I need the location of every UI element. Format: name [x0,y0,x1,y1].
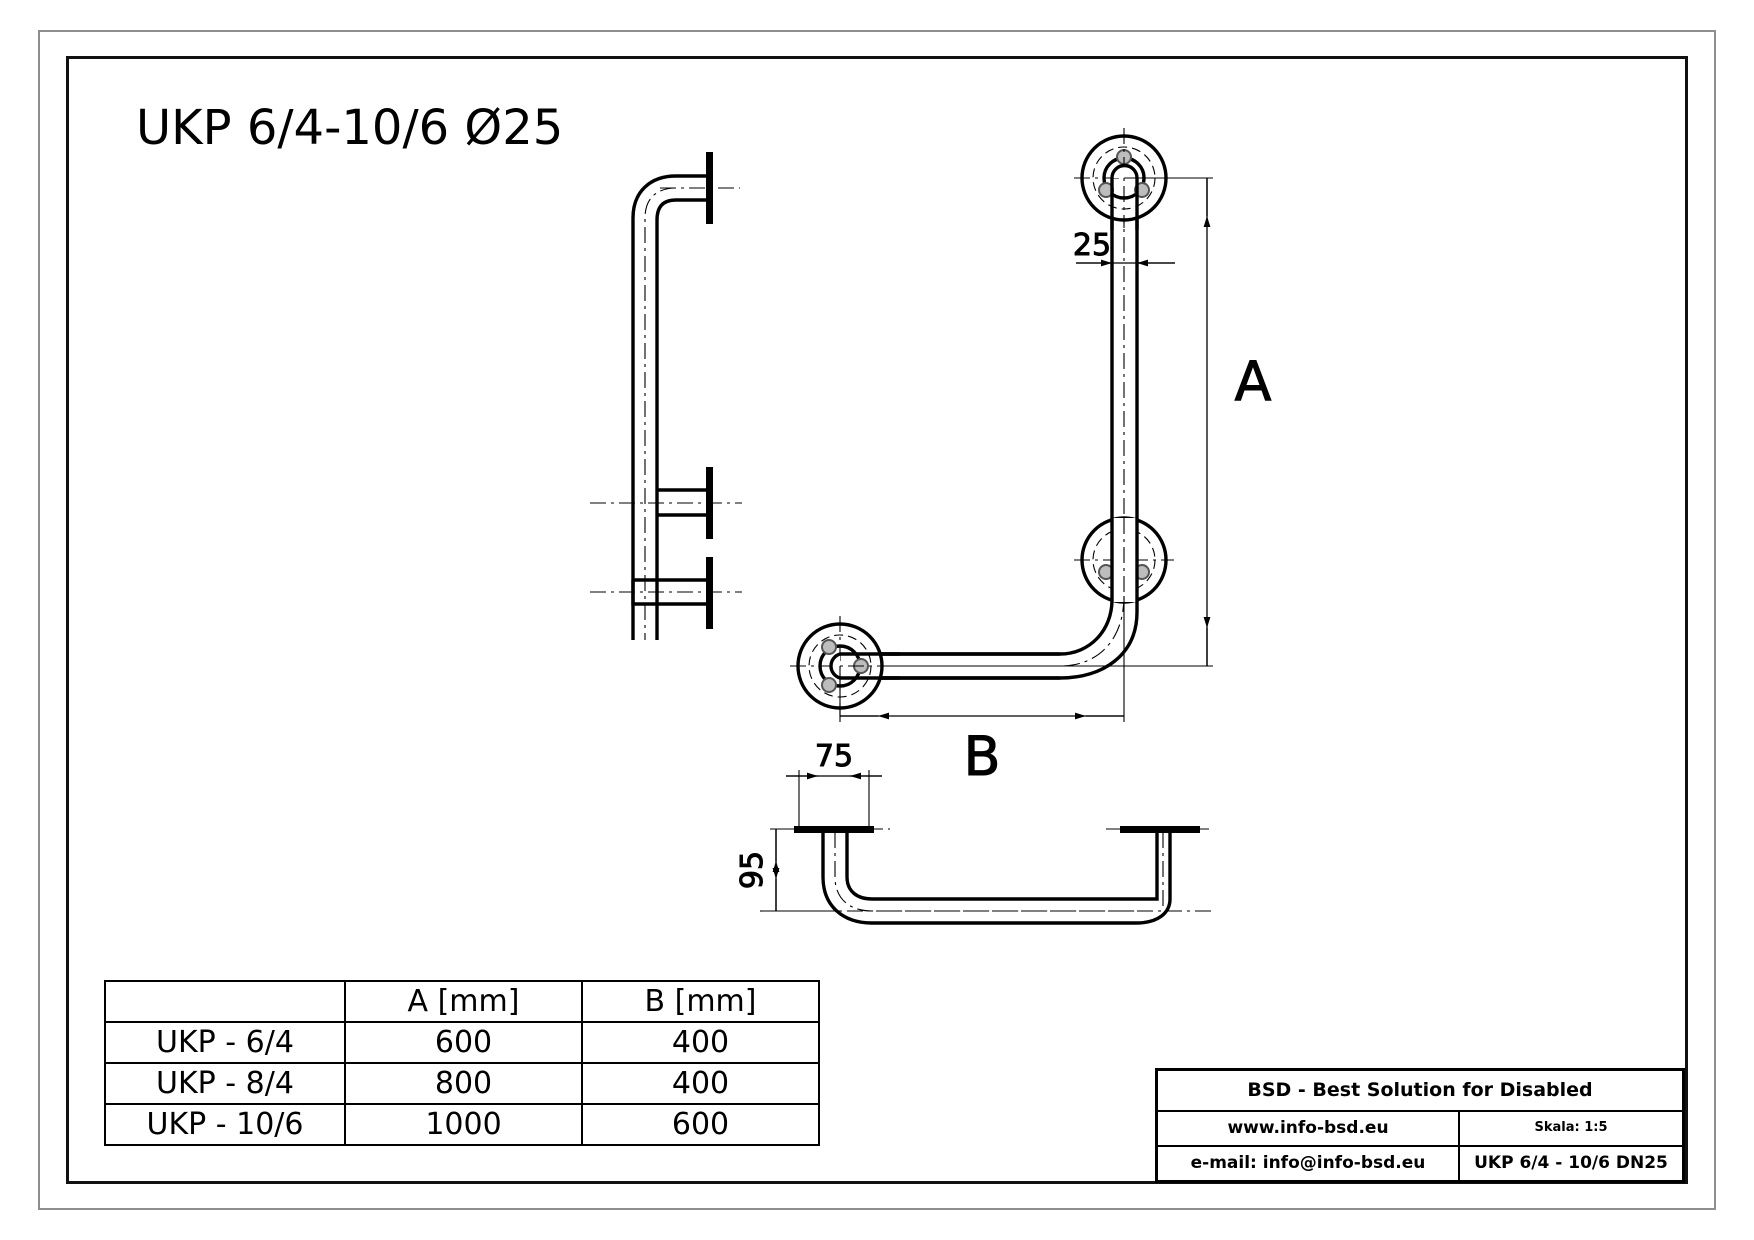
title-block-email-row: e-mail: info@info-bsd.eu UKP 6/4 - 10/6 … [1158,1145,1682,1180]
table-cell-a: 600 [344,1021,583,1064]
side-elevation-view [590,152,742,640]
table-header-cell-blank [104,980,346,1023]
table-cell-a: 800 [344,1062,583,1105]
table-cell-b: 600 [581,1103,820,1146]
flange-middle [1074,516,1174,604]
flange-left [790,616,900,716]
table-cell-model: UKP - 8/4 [104,1062,346,1105]
dimension-A-label: A [1235,350,1272,413]
dimension-75: 75 [786,739,882,826]
table-cell-a: 1000 [344,1103,583,1146]
dimension-95-label: 95 [735,851,770,889]
sheet-inner-border [66,56,1688,1184]
table-row: UKP - 6/4 600 400 [104,1021,820,1064]
dimension-95: 95 [735,828,838,912]
dimension-B-label: B [963,725,1000,788]
dimension-25-label: 25 [1073,228,1111,263]
title-block-company-row: BSD - Best Solution for Disabled [1158,1071,1682,1110]
table-cell-b: 400 [581,1021,820,1064]
drawing-scale: Skala: 1:5 [1534,1120,1608,1135]
company-name: BSD - Best Solution for Disabled [1247,1079,1593,1101]
table-row: UKP - 10/6 1000 600 [104,1103,820,1146]
table-header-cell-b: B [mm] [581,980,820,1023]
company-email[interactable]: e-mail: info@info-bsd.eu [1158,1147,1460,1180]
table-header-row: A [mm] B [mm] [104,980,820,1023]
table-cell-b: 400 [581,1062,820,1105]
dimension-75-label: 75 [815,739,853,774]
table-cell-model: UKP - 6/4 [104,1021,346,1064]
bottom-plan-view: 75 95 [735,739,1216,925]
front-elevation-view: 25 A B [790,128,1272,789]
drawing-number: UKP 6/4 - 10/6 DN25 [1474,1153,1668,1173]
title-block: BSD - Best Solution for Disabled www.inf… [1155,1068,1685,1183]
dimension-A: A [1060,177,1272,667]
table-row: UKP - 8/4 800 400 [104,1062,820,1105]
title-block-website-row: www.info-bsd.eu Skala: 1:5 [1158,1110,1682,1145]
parts-table: A [mm] B [mm] UKP - 6/4 600 400 UKP - 8/… [104,980,820,1146]
dimension-B: B [839,596,1125,789]
table-cell-model: UKP - 10/6 [104,1103,346,1146]
company-website[interactable]: www.info-bsd.eu [1158,1112,1460,1145]
sheet-outer-border [38,30,1716,1210]
dimension-diameter-25: 25 [1072,228,1175,267]
table-header-cell-a: A [mm] [344,980,583,1023]
page-title: UKP 6/4-10/6 Ø25 [136,100,564,156]
flange-top [1074,128,1174,230]
